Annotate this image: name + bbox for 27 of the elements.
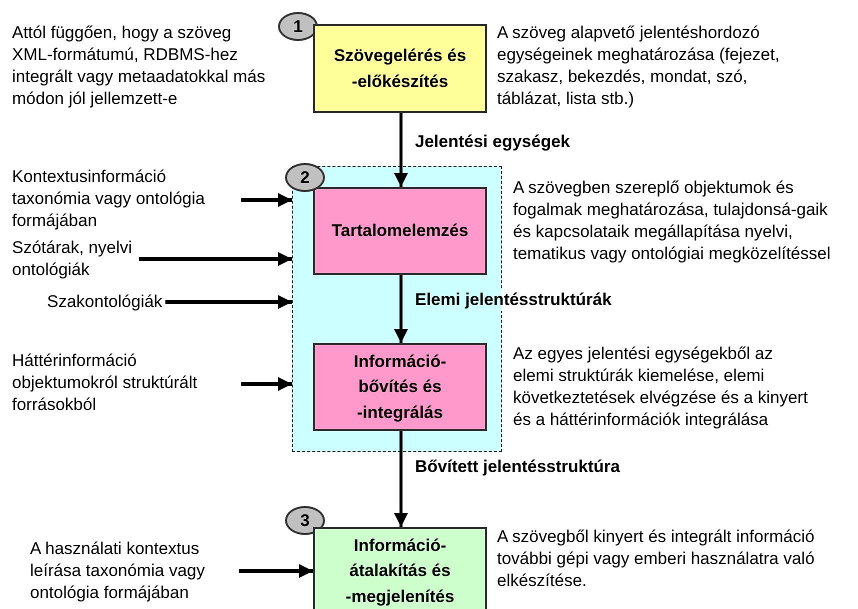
arrow [394,275,408,343]
arrow [394,431,408,527]
arrow [165,295,292,309]
description-text: Az egyes jelentési egységekből az elemi struktúrák kiemelése, elemi következtetések elvégzése és a kinyert és a háttérinformációk integrálása [513,343,809,431]
input-text: Háttérinformáció objektumokról struktúrált forrásokból [12,350,238,416]
description-text: A szövegben szereplő objektumok és fogalmak meghatározása, tulajdonsá-gaik és kapcsolataik megállapítása nyelvi, tematikus vagy ontológiai megközelítéssel [513,177,832,265]
arrow [241,193,292,207]
input-text: Szakontológiák [47,291,162,313]
step-number-oval: 1 [278,12,318,41]
edge-label: Elemi jelentésstruktúrák [415,289,612,311]
step-number-oval: 2 [285,163,325,192]
arrow [139,252,292,266]
description-text: A szövegből kinyert és integrált információ további gépi vagy emberi használatra való elkészítése. [497,526,816,592]
arrow [239,564,313,578]
arrow [394,113,408,187]
process-box: Információ-átalakítás és -megjelenítés [313,527,487,609]
edge-label: Bővített jelentésstruktúra [415,456,620,478]
process-box: Tartalomelemzés [313,187,487,275]
description-text: A szöveg alapvető jelentéshordozó egységeinek meghatározása (fejezet, szakasz, bekezdés, mondat, szó, táblázat, lista stb.) [497,22,781,110]
process-box: Szövegelérés és -előkészítés [313,24,487,113]
note-text: Attól függően, hogy a szöveg XML-formátumú, RDBMS-hez integrált vagy metaadatokkal más módon jól jellemzett-e [12,22,266,110]
input-text: Szótárak, nyelvi ontológiák [12,237,136,281]
edge-label: Jelentési egységek [415,131,570,153]
input-text: A használati kontextus leírása taxonómia vagy ontológia formájában [30,538,236,604]
step-number-oval: 3 [285,506,325,535]
arrow [241,377,292,391]
process-box: Információ-bővítés és -integrálás [313,343,487,431]
